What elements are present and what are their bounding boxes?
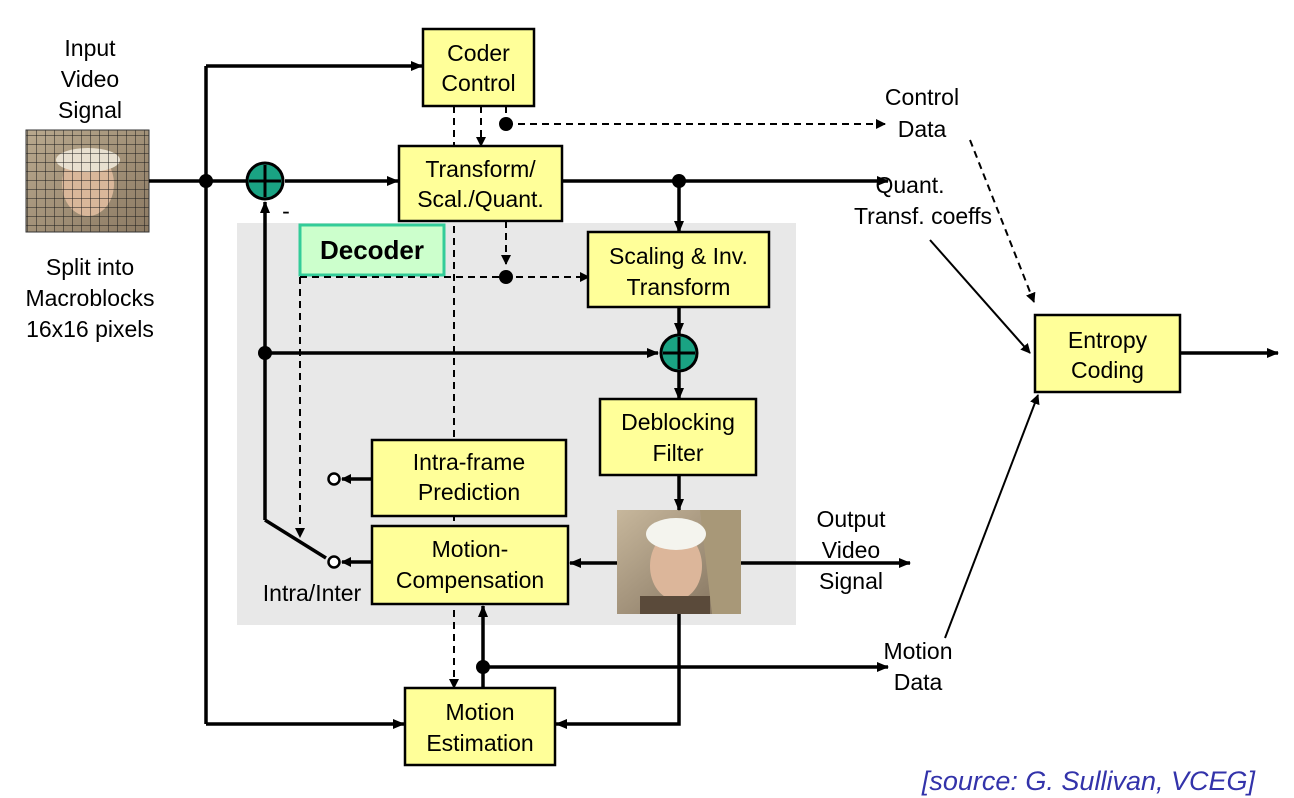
junction-scaling-control xyxy=(499,270,513,284)
svg-text:Quant.: Quant. xyxy=(875,172,944,198)
wire-motion-to-entropy xyxy=(944,394,1040,639)
deblocking-line1: Deblocking xyxy=(621,409,735,435)
deblocking-line2: Filter xyxy=(652,440,703,466)
scaling-inv-transform-block: Scaling & Inv. Transform xyxy=(586,230,771,309)
svg-text:Control: Control xyxy=(885,84,959,110)
intra-line2: Prediction xyxy=(418,479,520,505)
entropy-line1: Entropy xyxy=(1068,327,1148,353)
quant-coeffs-label: Quant. Transf. coeffs xyxy=(854,172,992,229)
coder-control-line1: Coder xyxy=(447,40,510,66)
input-video-image xyxy=(25,129,150,233)
output-video-image xyxy=(617,510,741,614)
minus-sign: - xyxy=(282,198,290,224)
junction-input xyxy=(199,174,213,188)
motion-compensation-block: Motion- Compensation xyxy=(370,524,570,606)
source-citation: [source: G. Sullivan, VCEG] xyxy=(921,766,1257,796)
decoder-tag: Decoder xyxy=(298,223,446,277)
transform-line2: Scal./Quant. xyxy=(417,186,544,212)
svg-text:Video: Video xyxy=(822,537,880,563)
control-data-label: Control Data xyxy=(885,84,959,142)
split-label: Split into Macroblocks 16x16 pixels xyxy=(25,254,154,342)
wire-coeffs-to-entropy xyxy=(929,239,1031,354)
deblocking-filter-block: Deblocking Filter xyxy=(598,397,758,477)
switch-terminal-inter xyxy=(327,555,341,569)
scaling-line2: Transform xyxy=(627,274,731,300)
mc-line2: Compensation xyxy=(396,567,544,593)
junction-control xyxy=(499,117,513,131)
intra-prediction-block: Intra-frame Prediction xyxy=(370,438,568,518)
transform-block: Transform/ Scal./Quant. xyxy=(397,144,564,223)
svg-text:Output: Output xyxy=(816,506,886,532)
coder-control-line2: Control xyxy=(441,70,515,96)
output-video-label: Output Video Signal xyxy=(816,506,886,594)
intra-inter-label: Intra/Inter xyxy=(263,580,362,606)
transform-line1: Transform/ xyxy=(425,156,536,182)
decoder-label: Decoder xyxy=(320,235,424,265)
junction-motion xyxy=(476,660,490,674)
svg-text:Data: Data xyxy=(898,116,947,142)
wire-image-to-me xyxy=(555,614,681,729)
mc-line1: Motion- xyxy=(432,536,509,562)
svg-text:Data: Data xyxy=(894,669,943,695)
junction-quant xyxy=(672,174,686,188)
svg-text:Motion: Motion xyxy=(883,638,952,664)
svg-text:Macroblocks: Macroblocks xyxy=(25,285,154,311)
switch-terminal-intra xyxy=(327,472,341,486)
adder-input xyxy=(245,161,285,201)
intra-inter-switch xyxy=(264,518,327,560)
svg-text:Transf. coeffs: Transf. coeffs xyxy=(854,203,992,229)
svg-text:Input: Input xyxy=(64,35,116,61)
me-line2: Estimation xyxy=(426,730,533,756)
junction-prediction xyxy=(258,346,272,360)
motion-estimation-block: Motion Estimation xyxy=(403,686,557,767)
intra-line1: Intra-frame xyxy=(413,449,525,475)
coder-control-block: Coder Control xyxy=(421,27,536,108)
entropy-coding-block: Entropy Coding xyxy=(1033,313,1182,394)
dash-control-to-entropy xyxy=(969,139,1036,303)
scaling-line1: Scaling & Inv. xyxy=(609,243,748,269)
svg-text:Signal: Signal xyxy=(58,97,122,123)
entropy-line2: Coding xyxy=(1071,357,1144,383)
svg-text:Split into: Split into xyxy=(46,254,134,280)
me-line1: Motion xyxy=(445,699,514,725)
adder-reconstruction xyxy=(659,333,699,373)
svg-text:Signal: Signal xyxy=(819,568,883,594)
input-video-label: Input Video Signal xyxy=(58,35,122,123)
svg-text:16x16 pixels: 16x16 pixels xyxy=(26,316,154,342)
svg-text:Video: Video xyxy=(61,66,119,92)
motion-data-label: Motion Data xyxy=(883,638,952,695)
